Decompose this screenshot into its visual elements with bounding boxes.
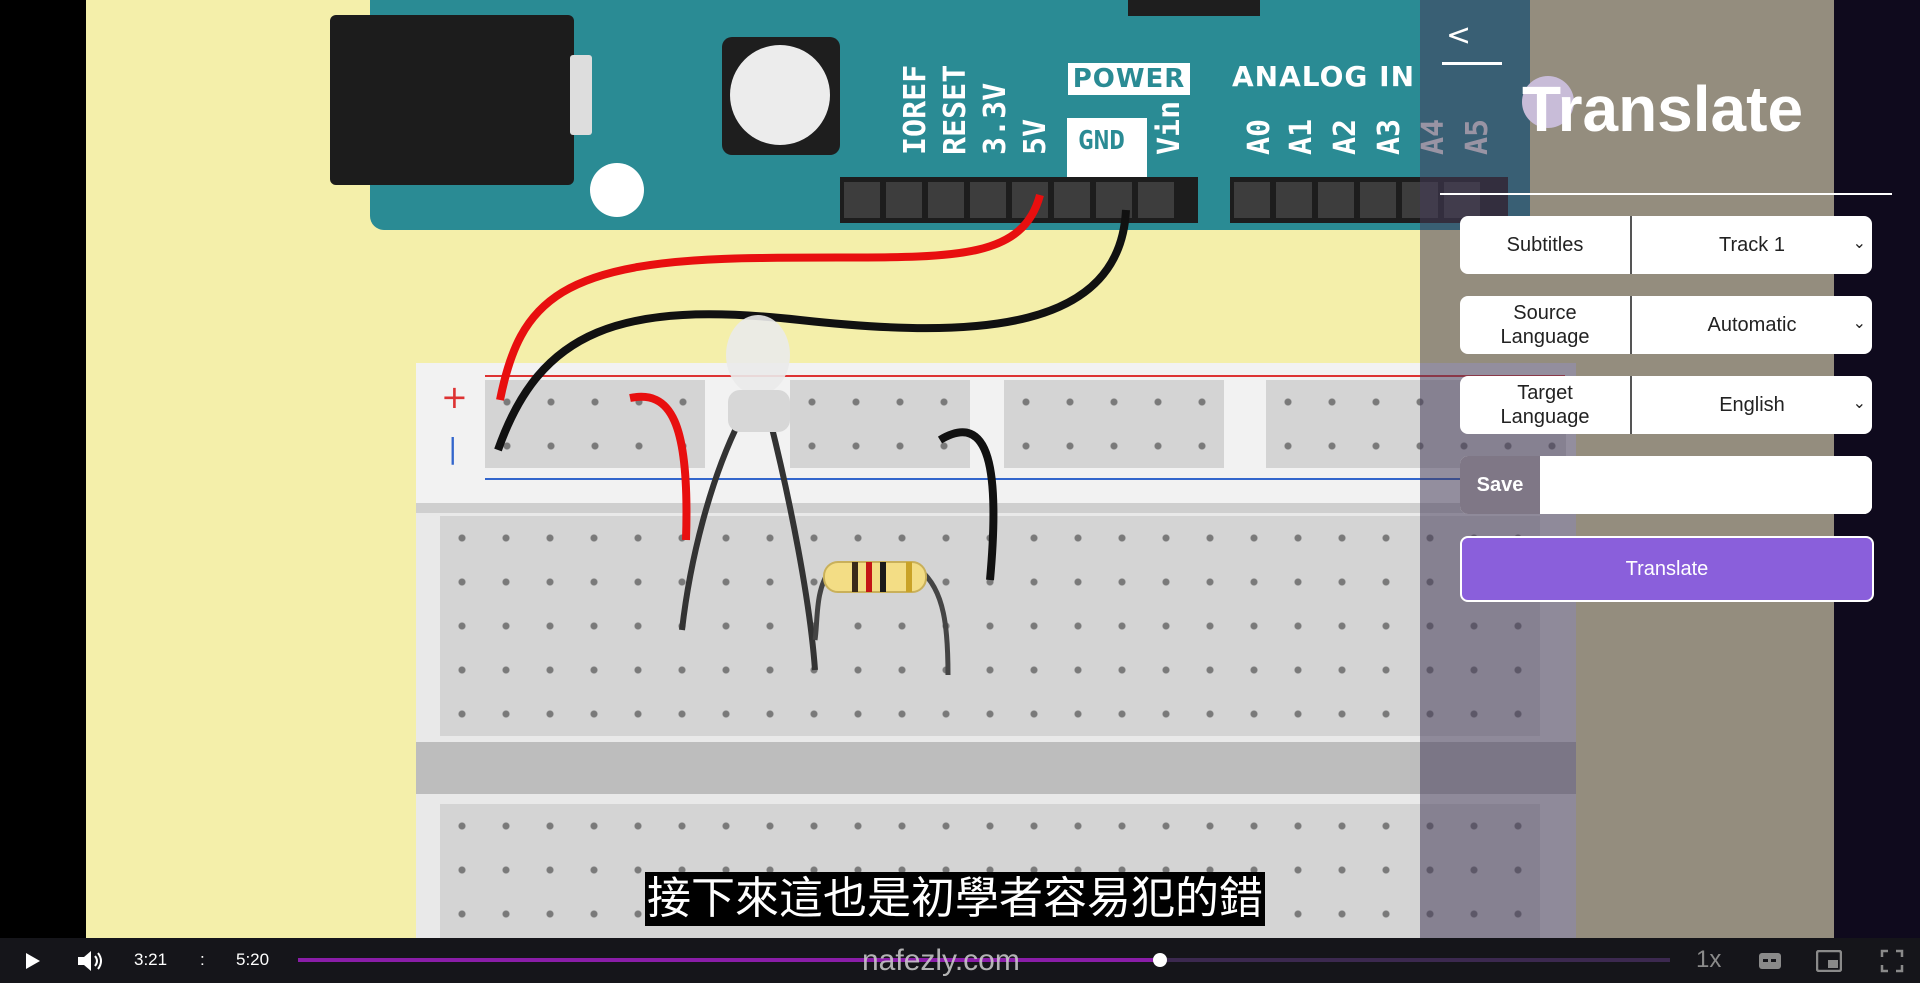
rail-plus-sign: + bbox=[441, 378, 468, 416]
subtitles-label: Subtitles bbox=[1460, 216, 1632, 274]
rail-negative-line bbox=[485, 478, 1565, 480]
gnd-highlight bbox=[1067, 118, 1147, 178]
current-time: 3:21 bbox=[134, 950, 168, 969]
rail-holes bbox=[1004, 380, 1224, 468]
target-label-line: Language bbox=[1500, 406, 1590, 428]
source-language-label: Source Language bbox=[1460, 296, 1632, 354]
translate-button[interactable]: Translate bbox=[1460, 536, 1874, 602]
volume-icon[interactable] bbox=[76, 949, 104, 973]
progress-handle[interactable] bbox=[1153, 953, 1167, 967]
power-label: POWER bbox=[1068, 63, 1190, 95]
save-row: Save bbox=[1460, 456, 1872, 514]
source-language-select[interactable]: Automatic ⌄ bbox=[1632, 296, 1872, 354]
power-header bbox=[840, 177, 1198, 223]
panel-title: Translate bbox=[1522, 73, 1804, 145]
picture-in-picture-icon[interactable] bbox=[1816, 950, 1842, 972]
play-icon[interactable] bbox=[22, 951, 42, 971]
time-separator: : bbox=[200, 950, 205, 969]
circuit-wires bbox=[494, 193, 1130, 676]
chevron-down-icon: ⌄ bbox=[1852, 235, 1866, 252]
target-language-row: Target Language English ⌄ bbox=[1460, 376, 1872, 434]
panel-divider bbox=[1440, 193, 1892, 195]
progress-fill bbox=[298, 958, 1160, 962]
power-jack bbox=[330, 15, 574, 185]
close-underline bbox=[1442, 62, 1502, 65]
breadboard-center-gap bbox=[416, 742, 1576, 794]
power-jack-tip bbox=[570, 55, 592, 135]
analog-in-label: ANALOG IN bbox=[1232, 60, 1416, 93]
target-language-label: Target Language bbox=[1460, 376, 1632, 434]
subtitles-select-value: Track 1 bbox=[1719, 233, 1785, 256]
video-subtitle: 接下來這也是初學者容易犯的錯 bbox=[645, 872, 1265, 926]
source-label-line: Source bbox=[1513, 302, 1577, 324]
save-input[interactable] bbox=[1540, 456, 1872, 514]
source-language-value: Automatic bbox=[1707, 313, 1797, 336]
chip bbox=[1128, 0, 1260, 16]
fullscreen-icon[interactable] bbox=[1880, 949, 1904, 973]
source-language-row: Source Language Automatic ⌄ bbox=[1460, 296, 1872, 354]
chevron-down-icon: ⌄ bbox=[1852, 395, 1866, 412]
translate-logo-icon bbox=[1522, 76, 1574, 128]
watermark: nafezly.com bbox=[862, 944, 1020, 977]
playback-speed-button[interactable]: 1x bbox=[1696, 946, 1722, 973]
pin-label-gnd: GND bbox=[1078, 126, 1125, 156]
chevron-down-icon: ⌄ bbox=[1852, 315, 1866, 332]
target-language-select[interactable]: English ⌄ bbox=[1632, 376, 1872, 434]
close-panel-button[interactable]: < bbox=[1446, 18, 1472, 53]
captions-icon[interactable] bbox=[1758, 951, 1782, 971]
target-label-line: Target bbox=[1517, 382, 1573, 404]
save-button[interactable]: Save bbox=[1460, 456, 1540, 514]
target-language-value: English bbox=[1719, 393, 1785, 416]
mounting-hole bbox=[590, 163, 644, 217]
capacitor-top bbox=[730, 45, 830, 145]
rail-minus-sign: | bbox=[448, 432, 458, 465]
rail-positive-line bbox=[485, 375, 1565, 377]
rail-holes bbox=[790, 380, 970, 468]
subtitles-row: Subtitles Track 1 ⌄ bbox=[1460, 216, 1872, 274]
source-label-line: Language bbox=[1500, 326, 1590, 348]
subtitles-select[interactable]: Track 1 ⌄ bbox=[1632, 216, 1872, 274]
duration: 5:20 bbox=[236, 950, 270, 969]
